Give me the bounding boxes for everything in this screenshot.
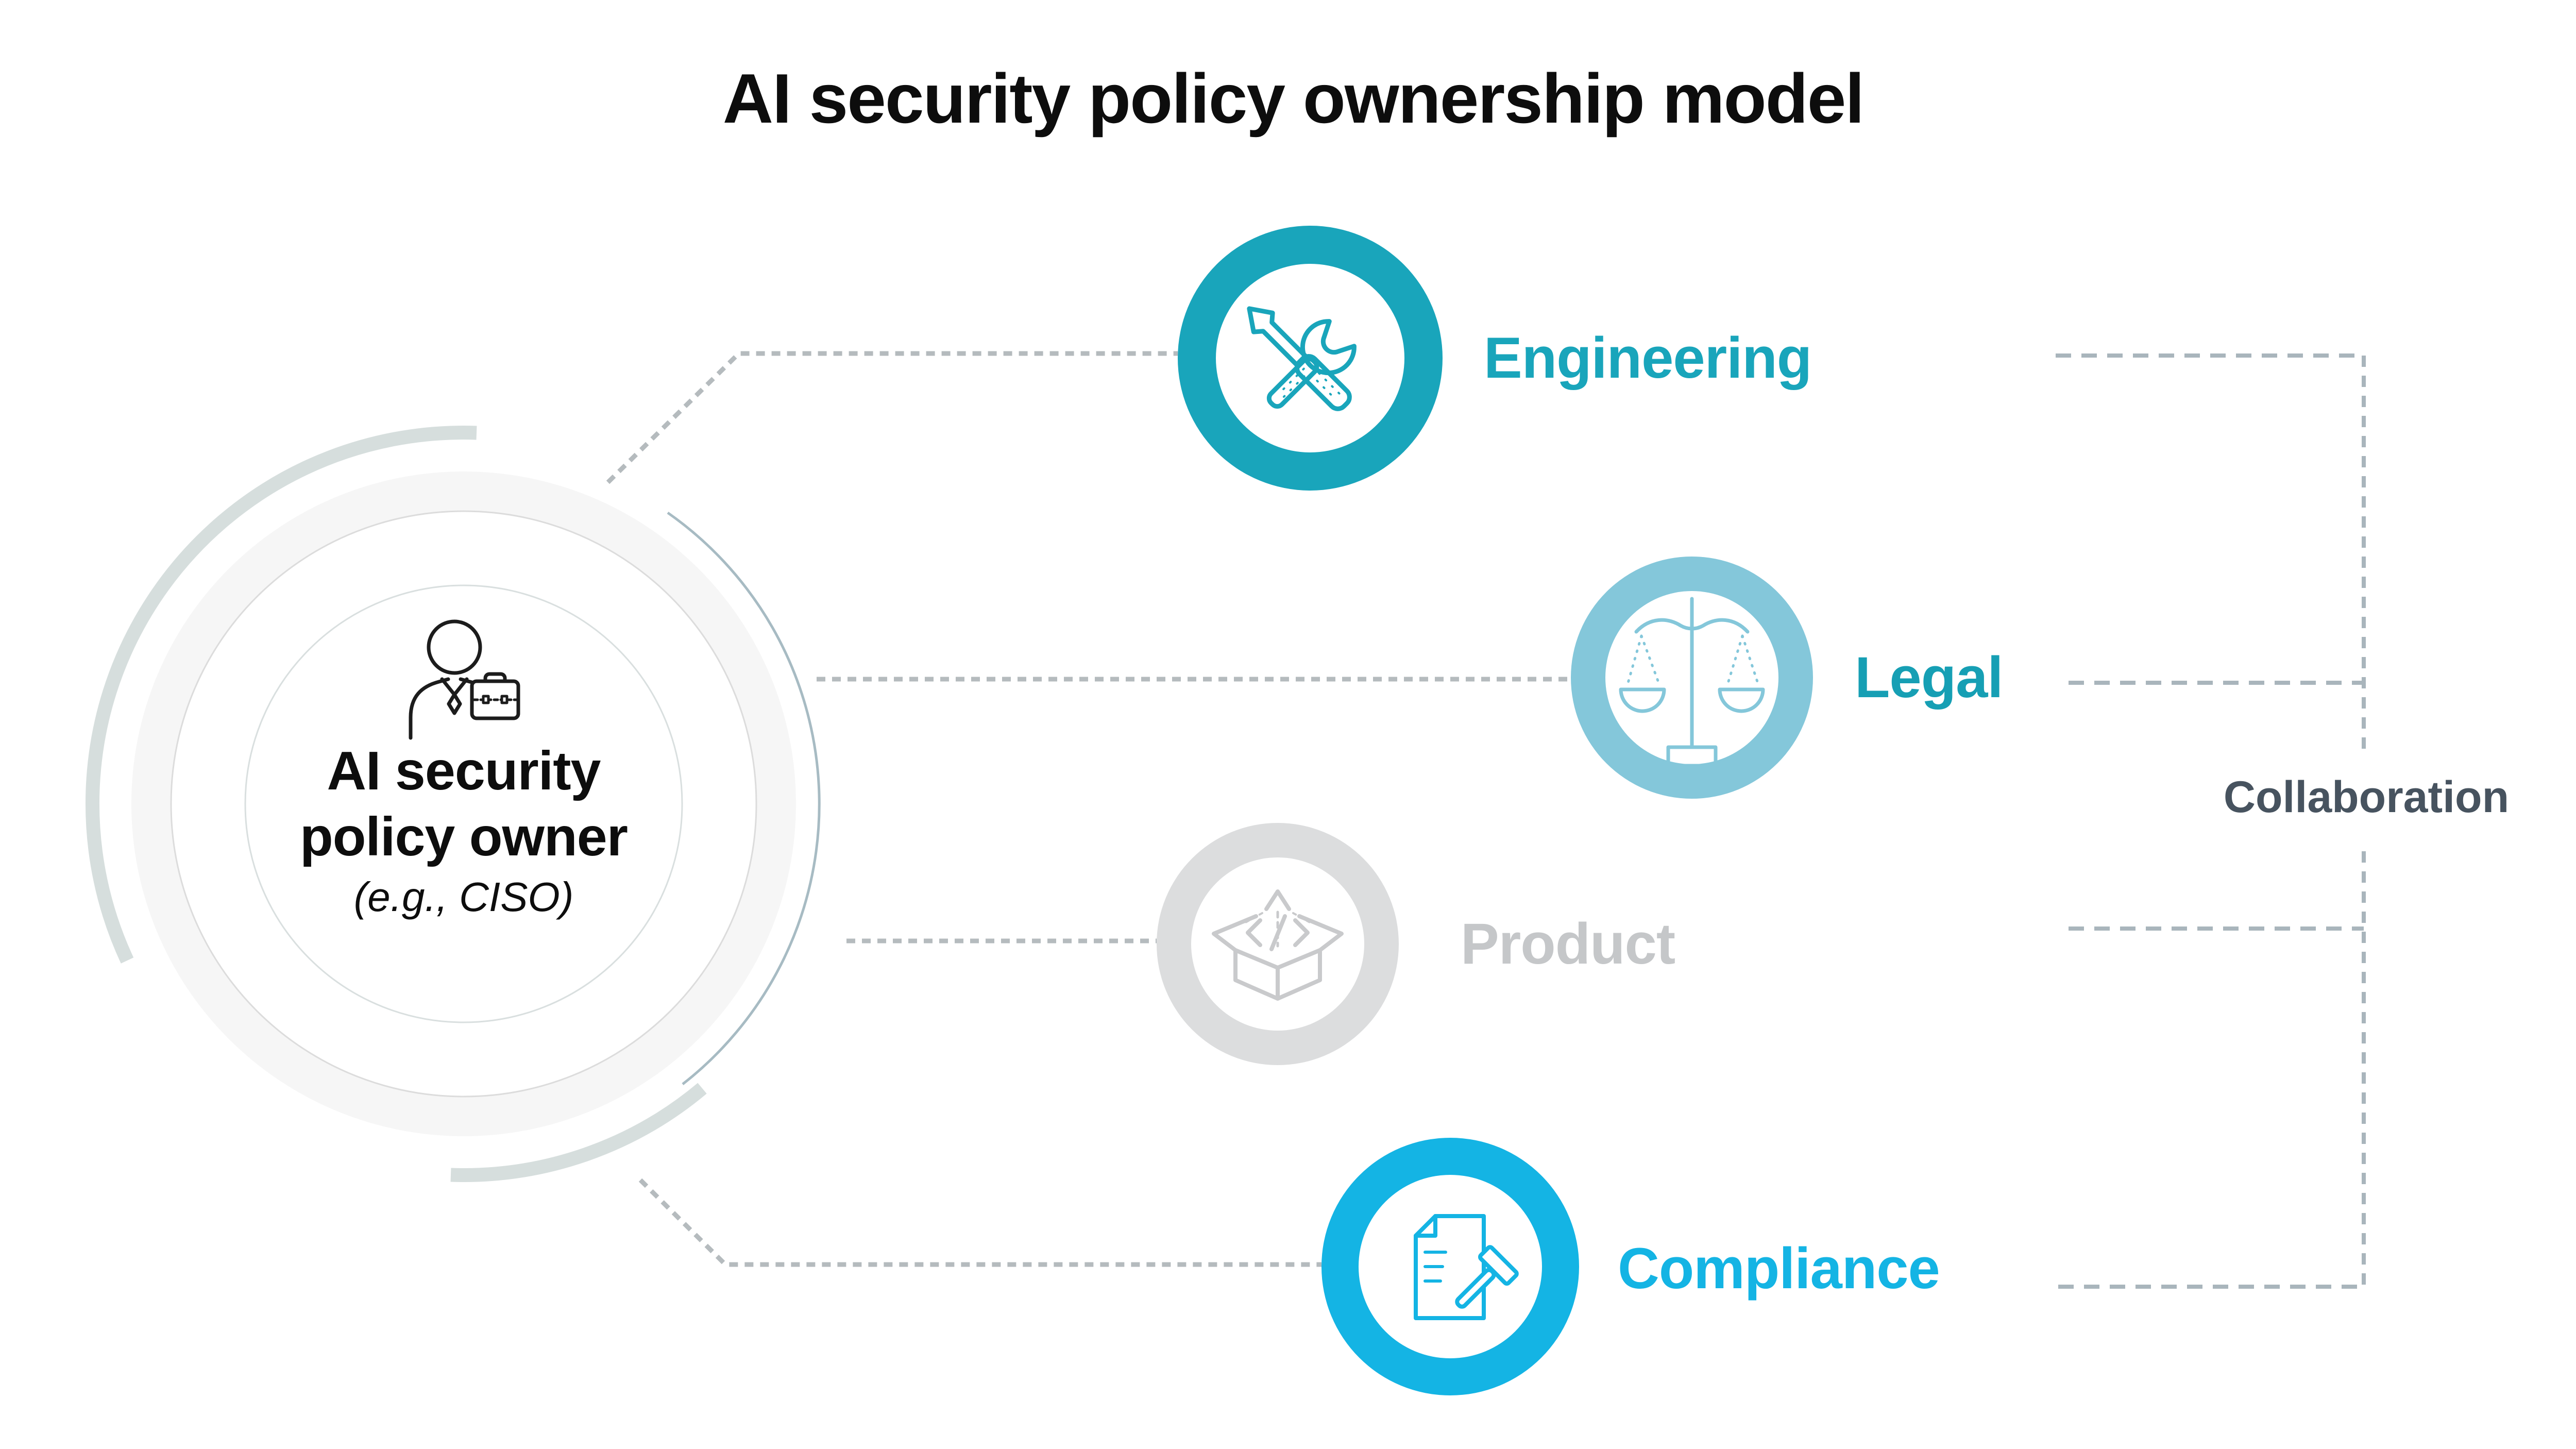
node-legal: Legal [1571,557,2004,799]
document-gavel-icon [1414,1214,1519,1320]
person-torso [409,677,450,740]
launch-dash-right [1292,912,1313,924]
box-flap-left [1212,914,1258,952]
owner-node: AI security policy owner (e.g., CISO) [131,471,796,1136]
owner-connectors [606,351,1571,1267]
person-head [427,619,482,675]
scales-base [1666,745,1718,768]
scales-pan-right [1718,687,1765,713]
scales-beam [1634,618,1750,634]
tools-icon [1247,306,1357,411]
scales-strings [1625,634,1760,688]
owner-white-disc [170,510,757,1098]
wrench [1266,319,1357,409]
briefcase-clasp-right [500,695,509,704]
briefcase [470,672,520,720]
launch-arrow-head [1264,889,1291,911]
arc-thick-top-left [85,426,477,964]
gavel [1455,1245,1519,1309]
connector-engineering [606,351,1178,484]
box-flap-right [1297,914,1344,952]
document-outline [1414,1214,1486,1320]
node-product: Product [1157,823,1675,1065]
compliance-inner [1359,1175,1542,1358]
box-launch-icon [1212,889,1344,1001]
product-label: Product [1461,912,1675,976]
launch-dash-left [1243,912,1263,924]
engineering-label: Engineering [1484,326,1811,390]
gavel-head [1478,1245,1519,1286]
owner-title-line2: policy owner [300,806,628,867]
person-briefcase-icon [409,619,520,740]
page-title: AI security policy ownership model [723,59,1863,138]
arc-thick-bottom [450,1083,707,1182]
owner-inner-ring [244,584,683,1023]
arc-thin-right [667,511,821,1085]
briefcase-clasp-left [482,695,490,704]
owner-subtitle: (e.g., CISO) [354,874,574,920]
node-compliance: Compliance [1321,1138,1940,1395]
scales-pan-left [1619,687,1666,713]
code-chevron-left [1246,918,1262,947]
code-chevron-right [1293,918,1310,947]
compliance-label: Compliance [1618,1236,1940,1301]
owner-decorative-arcs [85,426,821,1182]
node-engineering: Engineering [1178,226,1812,491]
collaboration-label: Collaboration [2224,772,2509,822]
owner-title-line1: AI security [327,740,601,801]
scales-icon [1619,597,1765,768]
document-fold [1414,1214,1437,1238]
connector-compliance [638,1178,1321,1267]
legal-label: Legal [1855,645,2003,710]
person-tie [447,693,462,715]
collaboration-bracket [2056,353,2366,1289]
